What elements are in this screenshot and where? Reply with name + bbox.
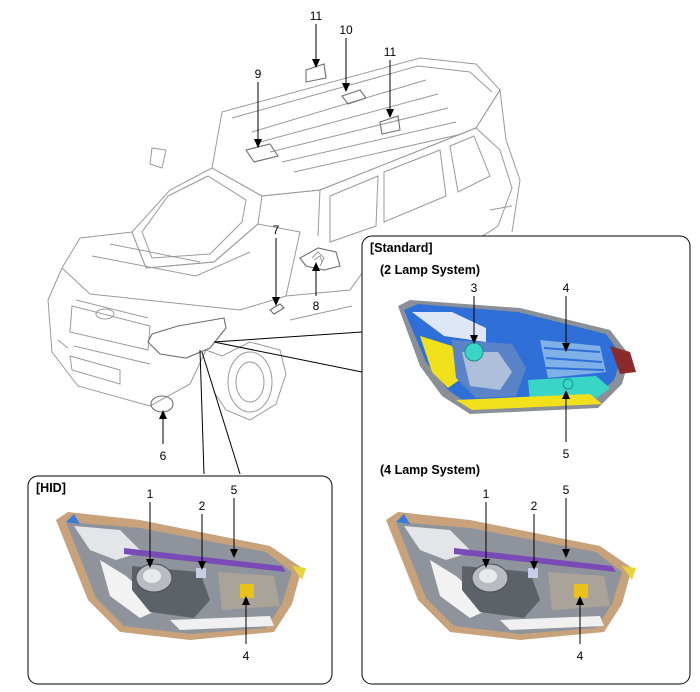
hid-panel: [HID] 1 2 5 4 [27, 475, 333, 685]
standard-panel-title: [Standard] [370, 241, 433, 255]
callout-10: 10 [339, 23, 353, 37]
callout-7: 7 [273, 223, 280, 237]
callout-11-left: 11 [310, 9, 323, 23]
callout-9: 9 [255, 67, 262, 81]
callout-4-hid: 4 [243, 649, 250, 663]
callout-4-std2: 4 [563, 281, 570, 295]
callout-1-hid: 1 [147, 487, 154, 501]
callout-1-std4: 1 [483, 487, 490, 501]
callout-3: 3 [471, 281, 478, 295]
callout-8: 8 [313, 299, 320, 313]
vehicle-line-drawing [47, 57, 521, 421]
callout-2-std4: 2 [531, 499, 538, 513]
callout-4-std4: 4 [577, 649, 584, 663]
detail-leader-lines [199, 331, 363, 475]
vehicle-callouts: 11 10 11 9 7 8 6 [159, 9, 397, 463]
two-lamp-headlamp [398, 300, 636, 414]
hid-panel-title: [HID] [36, 481, 66, 495]
callout-5-std4: 5 [563, 483, 570, 497]
callout-5-hid: 5 [231, 483, 238, 497]
callout-11-right: 11 [384, 45, 397, 59]
callout-5-std2: 5 [563, 447, 570, 461]
two-lamp-subtitle: (2 Lamp System) [380, 263, 480, 277]
four-lamp-subtitle: (4 Lamp System) [380, 463, 480, 477]
callout-6: 6 [160, 449, 167, 463]
standard-panel: [Standard] (2 Lamp System) (4 Lamp Syste… [361, 235, 691, 685]
callout-2-hid: 2 [199, 499, 206, 513]
